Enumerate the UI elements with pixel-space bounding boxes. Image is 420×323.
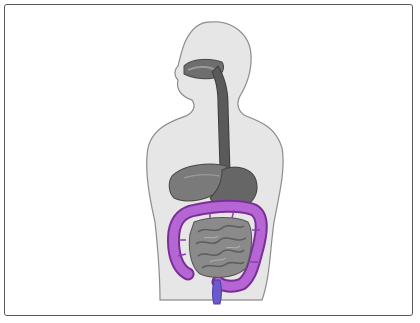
rectum (213, 280, 222, 304)
small-intestine (189, 218, 251, 278)
